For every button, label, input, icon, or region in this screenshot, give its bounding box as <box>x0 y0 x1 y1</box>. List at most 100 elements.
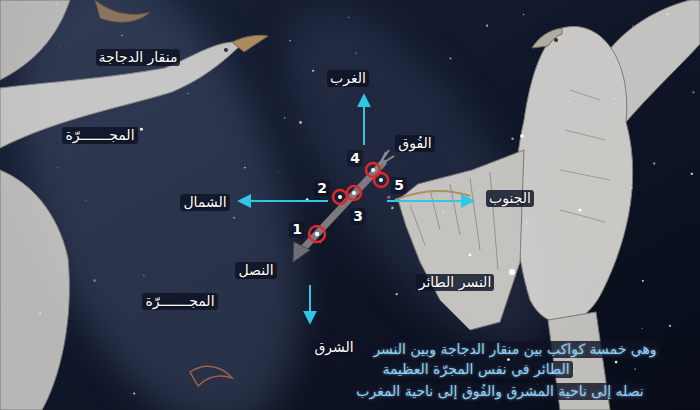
sky-label: النسر الطائر <box>416 274 495 291</box>
label-slot: وهي خمسة كواكب بين منقار الدجاجة وبين ال… <box>370 339 659 358</box>
background-star <box>615 361 618 364</box>
background-star <box>57 167 58 168</box>
sky-drawing-part <box>560 90 610 222</box>
callout-number: 3 <box>350 208 366 225</box>
sky-label: الشمال <box>180 194 229 211</box>
background-star <box>348 17 349 18</box>
sky-drawing-part <box>532 28 562 48</box>
sky-drawing-part <box>387 200 472 202</box>
sky-drawing-part <box>347 186 361 200</box>
arrow-blade <box>293 242 310 262</box>
sky-drawing-part <box>240 200 328 202</box>
background-star <box>59 47 61 49</box>
sky-drawing-part <box>398 150 524 330</box>
swan-eye <box>224 48 228 52</box>
background-star <box>450 57 452 59</box>
background-star <box>299 121 302 124</box>
sky-drawing-part <box>190 366 232 386</box>
sky-drawing-part <box>333 190 347 204</box>
sky-drawing-part <box>0 0 70 80</box>
label-slot: 3 <box>350 206 366 225</box>
sky-drawing-part <box>0 170 69 410</box>
background-star <box>278 170 280 172</box>
background-star <box>669 325 671 327</box>
background-star <box>396 293 398 295</box>
sky-drawing-part <box>309 226 325 242</box>
background-star <box>133 392 135 394</box>
background-star <box>140 128 143 131</box>
label-slot: 4 <box>347 148 363 167</box>
label-slot: 2 <box>314 178 330 197</box>
label-slot: المجـــــــرّة <box>142 291 217 310</box>
sky-label: الفُوق <box>395 135 434 152</box>
swan-beak <box>232 35 268 52</box>
background-star <box>391 206 393 208</box>
sky-drawing-part <box>338 195 342 199</box>
label-slot: النسر الطائر <box>416 272 495 291</box>
background-star <box>289 40 290 41</box>
eagle-stars <box>469 134 582 275</box>
caption-line: وهي خمسة كواكب بين منقار الدجاجة وبين ال… <box>370 341 659 358</box>
sky-drawing-part <box>469 254 472 257</box>
background-star <box>244 167 246 169</box>
background-star <box>233 217 235 219</box>
sky-label: الغرب <box>327 70 369 87</box>
label-slot: 5 <box>391 175 407 194</box>
label-slot: المجـــــــرّة <box>62 125 137 144</box>
callout-number: 1 <box>289 221 305 238</box>
sky-drawing-part <box>379 178 383 182</box>
sky-drawing-part <box>300 163 383 252</box>
label-slot: منقار الدجاجة <box>96 47 181 66</box>
background-star <box>284 117 286 119</box>
label-slot: الغرب <box>327 68 369 87</box>
background-star <box>188 93 189 94</box>
sky-label: المجـــــــرّة <box>62 127 137 144</box>
background-star <box>143 275 144 276</box>
sky-drawing-part <box>371 168 375 172</box>
background-star <box>355 52 356 53</box>
label-slot: 1 <box>289 219 305 238</box>
swan-figure <box>0 0 268 410</box>
callout-number: 5 <box>391 177 407 194</box>
label-slot: الجنوب <box>486 188 534 207</box>
background-star <box>511 137 513 139</box>
sky-drawing-part <box>309 285 311 322</box>
sky-drawing-part <box>347 186 361 200</box>
sky-drawing-part <box>515 26 632 323</box>
sky-drawing-part <box>578 208 581 211</box>
background-star <box>691 173 693 175</box>
sky-drawing-part <box>363 96 365 145</box>
sky-drawing-part <box>520 134 524 138</box>
caption-line: نصله إلى ناحية المشرق والفُوق إلى ناحية … <box>353 383 646 400</box>
label-slot: النصل <box>235 260 276 279</box>
sky-drawing-part <box>352 191 356 195</box>
sky-drawing-part <box>0 42 242 148</box>
sky-drawing-part <box>410 172 498 270</box>
sky-drawing-part <box>333 190 347 204</box>
background-star <box>692 91 694 93</box>
sky-drawing-part <box>374 173 388 187</box>
sky-label: المجـــــــرّة <box>142 293 217 310</box>
label-slot: الشرق <box>311 337 356 356</box>
callout-number: 4 <box>347 150 363 167</box>
sky-label: الجنوب <box>486 190 534 207</box>
background-star <box>387 196 390 199</box>
sky-drawing-part <box>315 232 319 236</box>
circled-stars <box>309 163 388 242</box>
swan-feet <box>95 0 232 386</box>
label-slot: الطائر في نفس المجرّة العظيمة <box>379 359 572 378</box>
label-slot: نصله إلى ناحية المشرق والفُوق إلى ناحية … <box>353 381 646 400</box>
background-star <box>486 25 488 27</box>
arrow-constellation <box>293 150 394 262</box>
background-star <box>289 130 291 132</box>
sky-drawing-part <box>309 226 325 242</box>
callout-number: 2 <box>314 180 330 197</box>
background-star <box>523 14 524 15</box>
sky-drawing-part <box>95 0 150 22</box>
sky-drawing-part <box>374 173 388 187</box>
caption-line: الطائر في نفس المجرّة العظيمة <box>379 361 572 378</box>
sky-label: منقار الدجاجة <box>96 49 181 66</box>
sky-drawing-part <box>509 269 515 275</box>
